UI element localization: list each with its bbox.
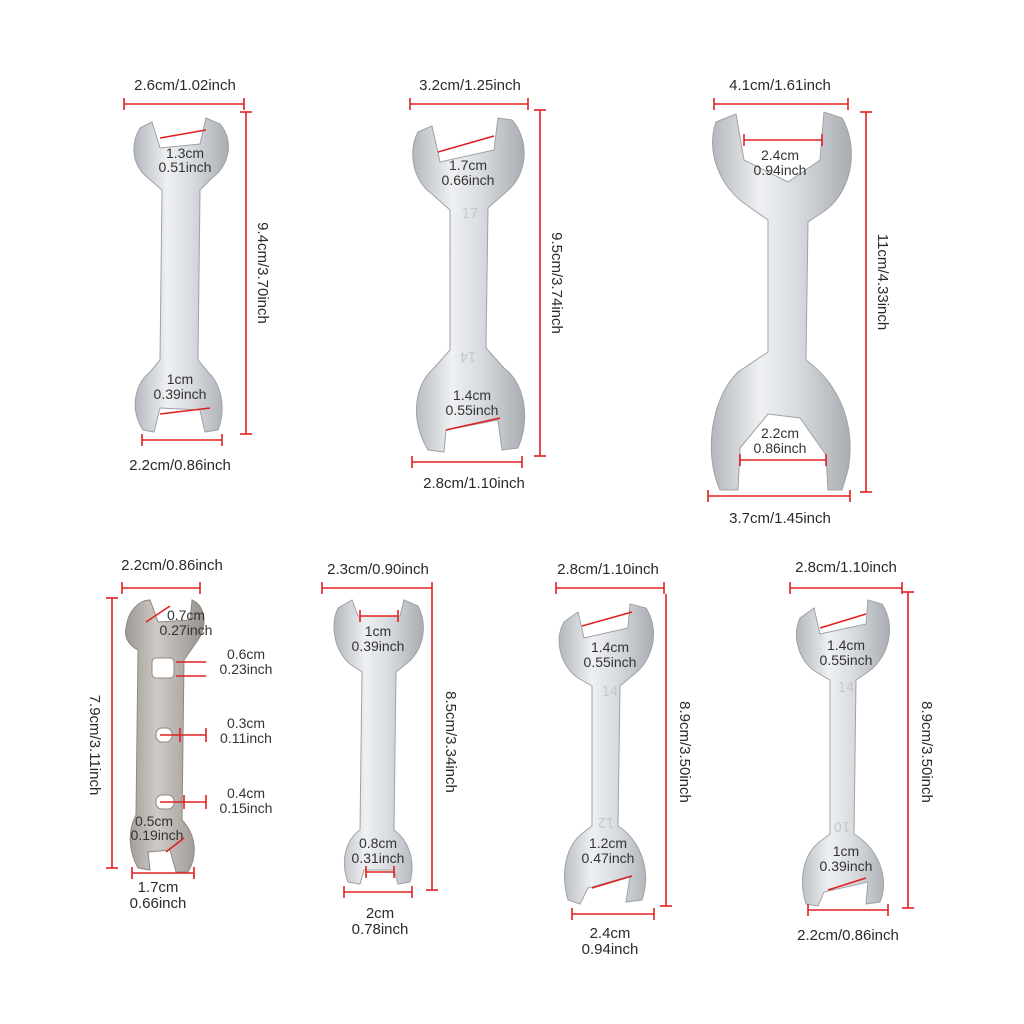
wrench-4-hole-1-cm: 0.6cm: [227, 646, 265, 662]
wrench-1-jaw-top-cm: 1.3cm: [166, 145, 204, 161]
wrench-2-jaw-top-cm: 1.7cm: [449, 157, 487, 173]
wrench-2-jaw-bottom-cm: 1.4cm: [453, 387, 491, 403]
wrench-5: 2.3cm/0.90inch 8.5cm/3.34inch 1cm 0.39in…: [321, 561, 459, 938]
wrench-4-hole-2-cm: 0.3cm: [227, 715, 265, 731]
wrench-4-width-top-label: 2.2cm/0.86inch: [121, 557, 223, 574]
wrench-2-jaw-top-line: [437, 135, 495, 153]
wrench-6-jaw-bottom-line: [591, 875, 633, 889]
wrench-4-width-bottom-cm: 1.7cm: [138, 879, 179, 896]
wrench-1-length-label: 9.4cm/3.70inch: [254, 222, 271, 324]
wrench-2-length-label: 9.5cm/3.74inch: [548, 232, 565, 334]
wrench-3-jaw-top-cm: 2.4cm: [761, 147, 799, 163]
wrench-6-jaw-top-inch: 0.55inch: [584, 654, 637, 670]
wrench-7-stamp-bottom: 10: [834, 818, 851, 833]
wrench-5-width-top-label: 2.3cm/0.90inch: [327, 561, 429, 578]
wrench-3-width-top-label: 4.1cm/1.61inch: [729, 77, 831, 94]
wrench-7-width-top-label: 2.8cm/1.10inch: [795, 559, 897, 576]
wrench-2-width-top-label: 3.2cm/1.25inch: [419, 77, 521, 94]
wrench-4-jaw-top-cm: 0.7cm: [167, 607, 205, 623]
wrench-4: 2.2cm/0.86inch 7.9cm/3.11inch 0.7cm 0.27…: [86, 557, 272, 912]
wrench-1-jaw-bottom-line: [159, 407, 211, 415]
wrench-5-width-bottom-inch: 0.78inch: [352, 921, 409, 938]
wrench-7-jaw-bottom-cm: 1cm: [833, 843, 859, 859]
wrench-6-body: [558, 603, 654, 905]
wrench-7-jaw-bottom-inch: 0.39inch: [820, 858, 873, 874]
wrench-4-width-bottom-inch: 0.66inch: [130, 895, 187, 912]
wrench-1-body: [133, 117, 229, 433]
wrench-7-width-bottom-label: 2.2cm/0.86inch: [797, 927, 899, 944]
wrench-4-jaw-bottom-line: [165, 837, 185, 853]
wrench-6-stamp-top: 14: [602, 685, 619, 700]
wrench-3-jaw-top-inch: 0.94inch: [754, 162, 807, 178]
wrench-5-jaw-top-inch: 0.39inch: [352, 638, 405, 654]
wrench-5-jaw-bottom-inch: 0.31inch: [352, 850, 405, 866]
wrench-2-stamp-top: 17: [462, 207, 479, 222]
wrench-1-jaw-top-inch: 0.51inch: [159, 159, 212, 175]
wrench-4-jaw-bottom-inch: 0.19inch: [131, 827, 184, 843]
wrench-6-jaw-top-cm: 1.4cm: [591, 639, 629, 655]
wrench-6-stamp-bottom: 12: [598, 814, 615, 829]
wrench-5-jaw-bottom-cm: 0.8cm: [359, 835, 397, 851]
wrench-6-jaw-top-line: [581, 611, 633, 627]
wrench-7: 14 10 2.8cm/1.10inch 8.9cm/3.50inch 1.4c…: [789, 559, 935, 944]
wrench-1: 2.6cm/1.02inch 9.4cm/3.70inch 1.3cm 0.51…: [123, 77, 271, 474]
wrench-2-jaw-bottom-inch: 0.55inch: [446, 402, 499, 418]
wrench-3-width-bottom-label: 3.7cm/1.45inch: [729, 510, 831, 527]
wrench-2-width-bottom-label: 2.8cm/1.10inch: [423, 475, 525, 492]
wrench-2-stamp-bottom: 14: [460, 348, 477, 363]
wrench-7-stamp-top: 14: [838, 681, 855, 696]
wrench-6: 14 12 2.8cm/1.10inch 8.9cm/3.50inch 1.4c…: [555, 561, 693, 958]
wrench-4-hole-3-cm: 0.4cm: [227, 785, 265, 801]
wrench-2-jaw-bottom-line: [445, 417, 501, 431]
wrench-2: 17 14 3.2cm/1.25inch 9.5cm/3.74inch 1.7c…: [409, 77, 565, 492]
wrench-5-jaw-top-cm: 1cm: [365, 623, 391, 639]
wrench-6-width-bottom-inch: 0.94inch: [582, 941, 639, 958]
wrench-6-length-label: 8.9cm/3.50inch: [676, 701, 693, 803]
wrench-5-body: [333, 599, 424, 885]
wrench-3: 4.1cm/1.61inch 11cm/4.33inch 2.4cm 0.94i…: [707, 77, 891, 527]
wrench-4-hole-1: [151, 657, 175, 679]
wrench-3-jaw-bottom-inch: 0.86inch: [754, 440, 807, 456]
wrench-1-jaw-top-line: [159, 129, 207, 139]
wrench-3-length-label: 11cm/4.33inch: [874, 234, 891, 330]
wrench-6-jaw-bottom-cm: 1.2cm: [589, 835, 627, 851]
wrench-7-jaw-top-cm: 1.4cm: [827, 637, 865, 653]
wrench-4-hole-1-inch: 0.23inch: [220, 661, 273, 677]
wrench-1-width-bottom-label: 2.2cm/0.86inch: [129, 457, 231, 474]
wrench-4-jaw-bottom-cm: 0.5cm: [135, 813, 173, 829]
wrench-4-length-label: 7.9cm/3.11inch: [86, 695, 103, 796]
wrench-5-width-bottom-cm: 2cm: [366, 905, 394, 922]
wrench-4-hole-3-inch: 0.15inch: [220, 800, 273, 816]
wrench-7-body: [796, 599, 890, 907]
wrench-1-jaw-bottom-inch: 0.39inch: [154, 386, 207, 402]
wrench-7-jaw-top-line: [819, 613, 867, 629]
wrench-3-body: [710, 111, 852, 491]
wrench-6-width-bottom-cm: 2.4cm: [590, 925, 631, 942]
wrench-7-length-label: 8.9cm/3.50inch: [918, 701, 935, 803]
wrench-2-body: [412, 117, 526, 453]
wrench-1-width-top-label: 2.6cm/1.02inch: [134, 77, 236, 94]
wrench-2-jaw-top-inch: 0.66inch: [442, 172, 495, 188]
wrench-7-jaw-bottom-line: [827, 877, 867, 891]
wrench-1-jaw-bottom-cm: 1cm: [167, 371, 193, 387]
wrench-4-hole-2-inch: 0.11inch: [220, 730, 272, 746]
wrench-6-jaw-bottom-inch: 0.47inch: [582, 850, 635, 866]
wrench-7-jaw-top-inch: 0.55inch: [820, 652, 873, 668]
wrench-6-width-top-label: 2.8cm/1.10inch: [557, 561, 659, 578]
wrench-4-jaw-top-line: [145, 605, 171, 623]
wrench-3-jaw-bottom-cm: 2.2cm: [761, 425, 799, 441]
wrench-4-jaw-top-inch: 0.27inch: [160, 622, 213, 638]
wrench-5-length-label: 8.5cm/3.34inch: [442, 691, 459, 793]
